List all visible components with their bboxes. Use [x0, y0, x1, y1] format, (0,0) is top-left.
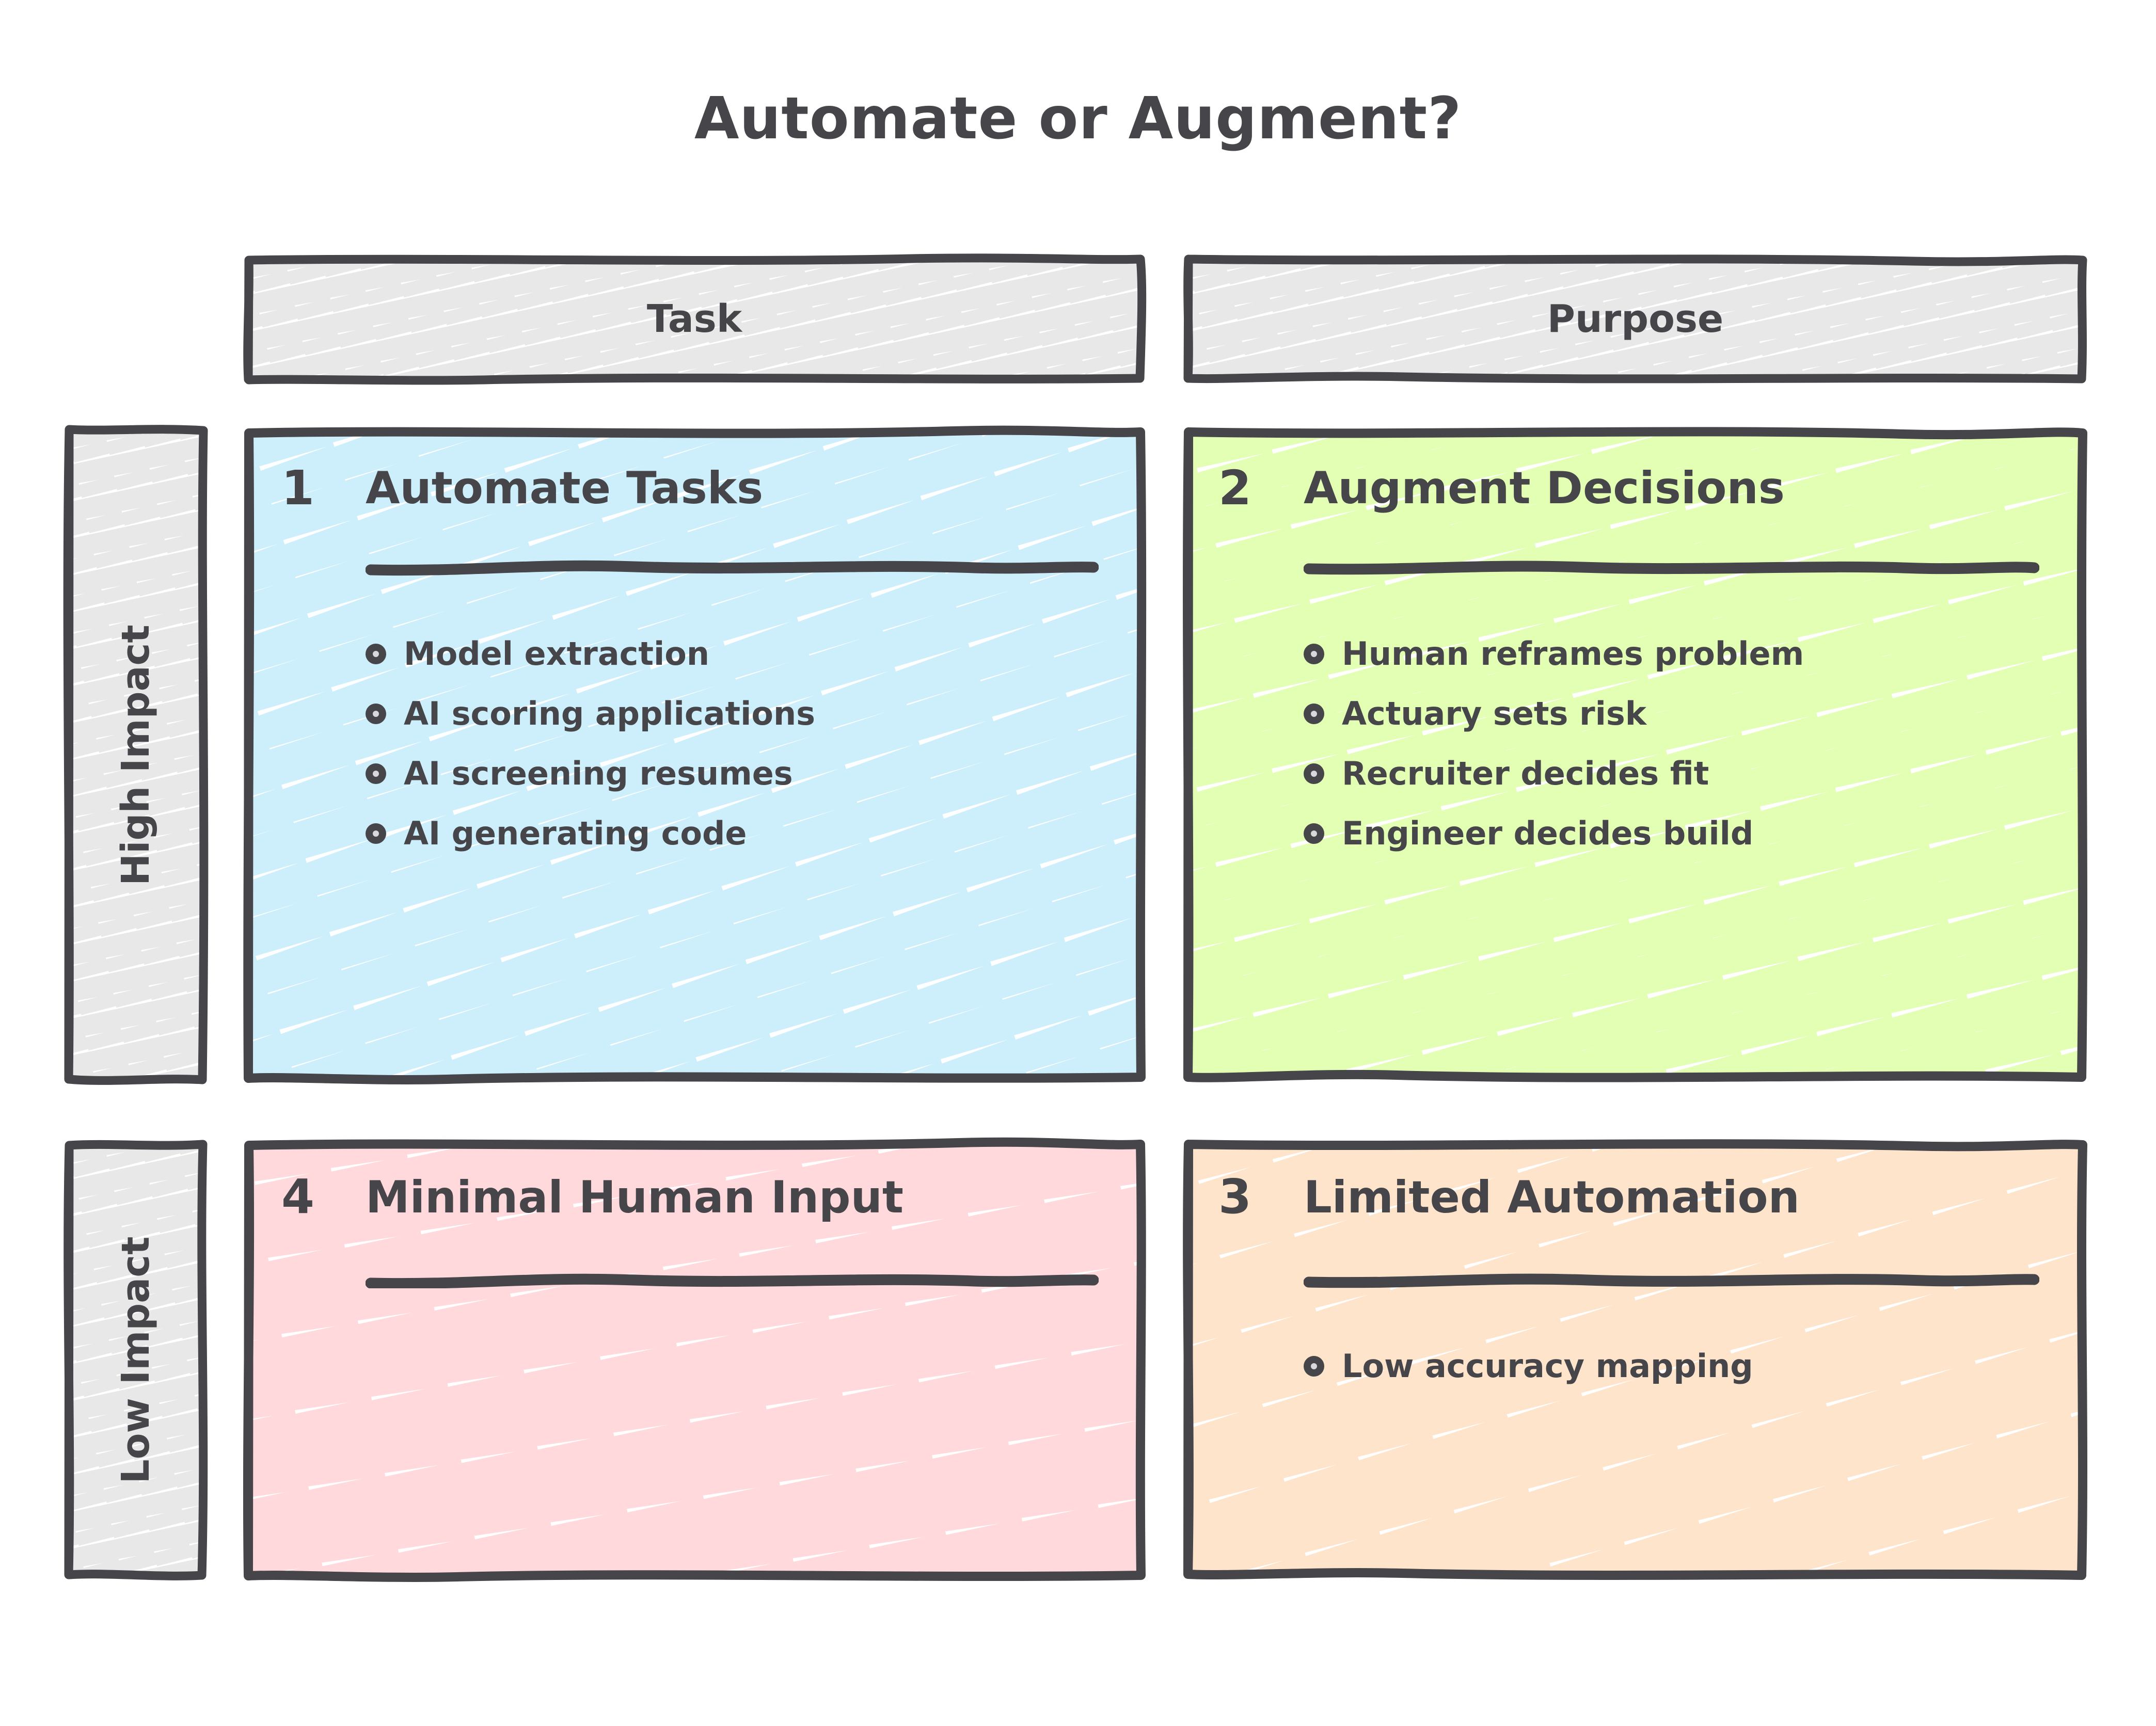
bullet-icon — [1304, 823, 1324, 844]
list-item-label: Recruiter decides fit — [1342, 755, 1709, 792]
bullet-icon — [1304, 1356, 1324, 1377]
row-header-low-impact-label: Low Impact — [113, 1236, 158, 1484]
bullet-icon — [366, 763, 386, 784]
bullet-icon — [1304, 644, 1324, 664]
row-header-high-impact-content: High Impact — [67, 428, 204, 1081]
quadrant-2-number: 2 — [1218, 460, 1252, 516]
column-header-purpose: Purpose — [1183, 254, 2087, 383]
bullet-icon — [1304, 763, 1324, 784]
list-item: Human reframes problem — [1304, 637, 1804, 670]
quadrant-1-title: Automate Tasks — [366, 462, 764, 514]
list-item-label: Actuary sets risk — [1342, 695, 1646, 732]
quadrant-1[interactable]: 1 Automate Tasks Model extraction AI sco… — [243, 425, 1147, 1084]
quadrant-3-title: Limited Automation — [1304, 1172, 1800, 1223]
quadrant-1-list: Model extraction AI scoring applications… — [366, 637, 815, 877]
row-header-low-impact: Low Impact — [64, 1140, 208, 1580]
quadrant-4-number: 4 — [281, 1169, 315, 1224]
quadrant-2-title: Augment Decisions — [1304, 462, 1785, 514]
quadrant-3-list: Low accuracy mapping — [1304, 1350, 1753, 1410]
quadrant-2-list: Human reframes problem Actuary sets risk… — [1304, 637, 1804, 877]
list-item: AI generating code — [366, 817, 815, 850]
quadrant-4-title: Minimal Human Input — [366, 1172, 903, 1223]
quadrant-1-divider — [365, 557, 1099, 576]
list-item-label: Human reframes problem — [1342, 635, 1804, 673]
column-header-purpose-content: Purpose — [1187, 258, 2083, 379]
list-item: Recruiter decides fit — [1304, 757, 1804, 790]
list-item: Low accuracy mapping — [1304, 1350, 1753, 1383]
quadrant-2-divider — [1303, 557, 2040, 576]
column-header-task-label: Task — [646, 296, 742, 341]
list-item-label: AI screening resumes — [404, 755, 793, 792]
column-header-task: Task — [243, 253, 1147, 385]
list-item: AI scoring applications — [366, 697, 815, 730]
bullet-icon — [366, 823, 386, 844]
list-item: Actuary sets risk — [1304, 697, 1804, 730]
quadrant-3-number: 3 — [1218, 1169, 1252, 1224]
list-item-label: AI scoring applications — [404, 695, 816, 732]
list-item-label: Low accuracy mapping — [1342, 1347, 1753, 1385]
quadrant-1-number: 1 — [281, 460, 315, 516]
column-header-task-content: Task — [248, 258, 1141, 379]
quadrant-3-divider — [1303, 1270, 2040, 1288]
quadrant-2[interactable]: 2 Augment Decisions Human reframes probl… — [1183, 427, 2087, 1082]
row-header-high-impact-label: High Impact — [113, 624, 158, 886]
list-item: AI screening resumes — [366, 757, 815, 790]
list-item: Engineer decides build — [1304, 817, 1804, 850]
quadrant-4[interactable]: 4 Minimal Human Input — [243, 1137, 1146, 1582]
row-header-low-impact-content: Low Impact — [67, 1143, 204, 1577]
column-header-purpose-label: Purpose — [1547, 296, 1724, 341]
row-header-high-impact: High Impact — [63, 425, 209, 1085]
quadrant-1-content: 1 Automate Tasks Model extraction AI sco… — [248, 431, 1141, 1079]
list-item-label: Model extraction — [404, 635, 710, 673]
list-item: Model extraction — [366, 637, 815, 670]
quadrant-4-content: 4 Minimal Human Input — [248, 1143, 1141, 1577]
page-title: Automate or Augment? — [694, 85, 1462, 152]
bullet-icon — [366, 704, 386, 724]
list-item-label: AI generating code — [404, 814, 747, 852]
quadrant-3[interactable]: 3 Limited Automation Low accuracy mappin… — [1183, 1139, 2087, 1580]
list-item-label: Engineer decides build — [1342, 814, 1754, 852]
quadrant-3-content: 3 Limited Automation Low accuracy mappin… — [1187, 1143, 2083, 1577]
bullet-icon — [366, 644, 386, 664]
quadrant-2-content: 2 Augment Decisions Human reframes probl… — [1187, 431, 2083, 1079]
bullet-icon — [1304, 704, 1324, 724]
quadrant-4-divider — [365, 1270, 1099, 1289]
